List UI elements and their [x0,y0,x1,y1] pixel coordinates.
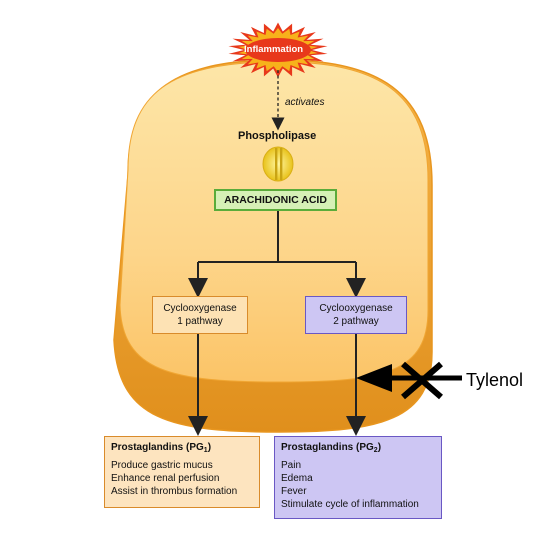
cox1-line1: Cyclooxygenase [163,303,237,314]
tylenol-label: Tylenol [466,370,524,390]
pg2-box: Prostaglandins (PG2) Pain Edema Fever St… [274,436,442,519]
inflammation-label: Inflammation [244,44,304,55]
cox2-line1: Cyclooxygenase [319,303,393,314]
cox2-box: Cyclooxygenase 2 pathway [305,296,407,334]
pg1-box: Prostaglandins (PG1) Produce gastric muc… [104,436,260,508]
pg2-title-text: Prostaglandins (PG [281,442,374,453]
phospholipase-label: Phospholipase [238,130,317,142]
list-item: Stimulate cycle of inflammation [281,499,419,510]
activates-label: activates [285,97,325,108]
pg2-title-end: ) [377,442,382,453]
branch-connectors [188,210,366,436]
arachidonic-acid-label: ARACHIDONIC ACID [224,194,327,206]
cox1-line2: 1 pathway [177,316,223,327]
list-item: Produce gastric mucus [111,460,213,471]
cox2-line2: 2 pathway [333,316,379,327]
pg1-title-end: ) [207,442,212,453]
list-item: Assist in thrombus formation [111,486,238,497]
phospholipid-icon [262,146,294,182]
cox1-box: Cyclooxygenase 1 pathway [152,296,248,334]
pg1-title-subscript: 1 [203,447,208,454]
arachidonic-acid-box: ARACHIDONIC ACID [214,189,337,211]
pg2-title-subscript: 2 [373,447,378,454]
starburst-icon [228,22,328,78]
list-item: Edema [281,473,313,484]
block-x-icon [356,361,462,400]
list-item: Pain [281,460,302,471]
pg2-title: Prostaglandins (PG2) [281,441,435,457]
pg1-title-text: Prostaglandins (PG [111,442,204,453]
list-item: Enhance renal perfusion [111,473,220,484]
pg1-title: Prostaglandins (PG1) [111,441,253,457]
list-item: Fever [281,486,307,497]
